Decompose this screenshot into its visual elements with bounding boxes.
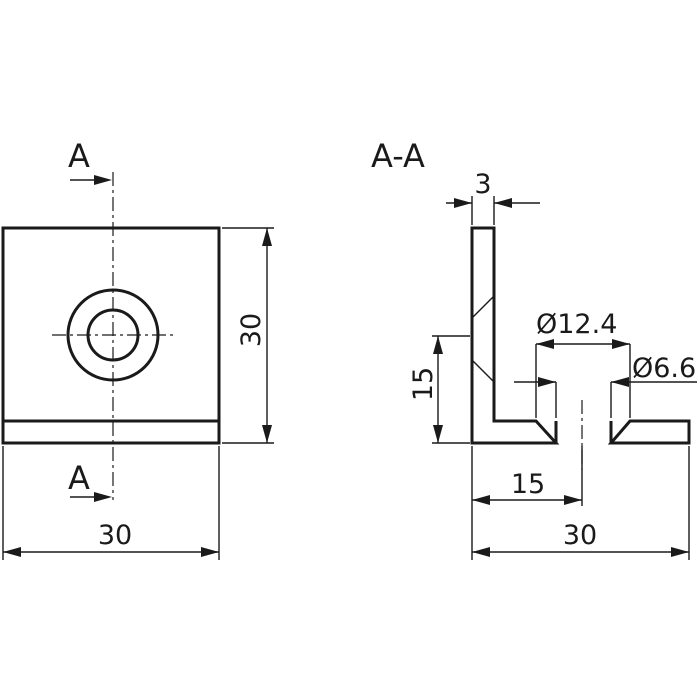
front-width-label: 30: [98, 520, 132, 551]
hole-arrow-left: [538, 377, 556, 387]
section-profile-right: [607, 419, 691, 445]
section-width-label: 30: [563, 520, 597, 551]
section-mark-top: A: [68, 137, 90, 175]
section-view: A-A 3 Ø12.4 Ø6.6: [371, 137, 697, 560]
section-bend-detail-lower: [471, 359, 495, 383]
front-height-arrow-bottom: [262, 425, 272, 443]
front-width-arrow-left: [3, 547, 21, 557]
front-height-arrow-top: [262, 228, 272, 246]
thickness-arrow-right: [494, 198, 512, 208]
horizontal15-label: 15: [511, 469, 545, 500]
thickness-arrow-left: [454, 198, 472, 208]
section-arrow-bottom-head: [94, 492, 112, 502]
section-title: A-A: [371, 137, 425, 175]
section-bend-detail-upper: [471, 295, 495, 319]
counterbore-label: Ø12.4: [536, 309, 617, 340]
section-arrow-top-head: [94, 175, 112, 185]
horizontal15-arrow-left: [472, 495, 490, 505]
vertical15-arrow-bottom: [433, 425, 443, 443]
front-view: A A 30 30: [1, 137, 274, 560]
horizontal15-arrow-right: [564, 495, 582, 505]
front-height-label: 30: [236, 313, 267, 347]
section-width-arrow-left: [472, 547, 490, 557]
counterbore-arrow-left: [536, 339, 554, 349]
section-profile-left: [470, 226, 560, 445]
section-width-arrow-right: [671, 547, 689, 557]
vertical15-arrow-top: [433, 336, 443, 354]
vertical15-label: 15: [408, 367, 439, 401]
front-plate-outline: [1, 226, 221, 445]
counterbore-arrow-right: [612, 339, 630, 349]
section-mark-bottom: A: [68, 459, 90, 497]
hole-label: Ø6.6: [632, 353, 696, 384]
front-width-arrow-right: [201, 547, 219, 557]
hole-arrow-right: [611, 377, 629, 387]
thickness-label: 3: [474, 169, 491, 200]
